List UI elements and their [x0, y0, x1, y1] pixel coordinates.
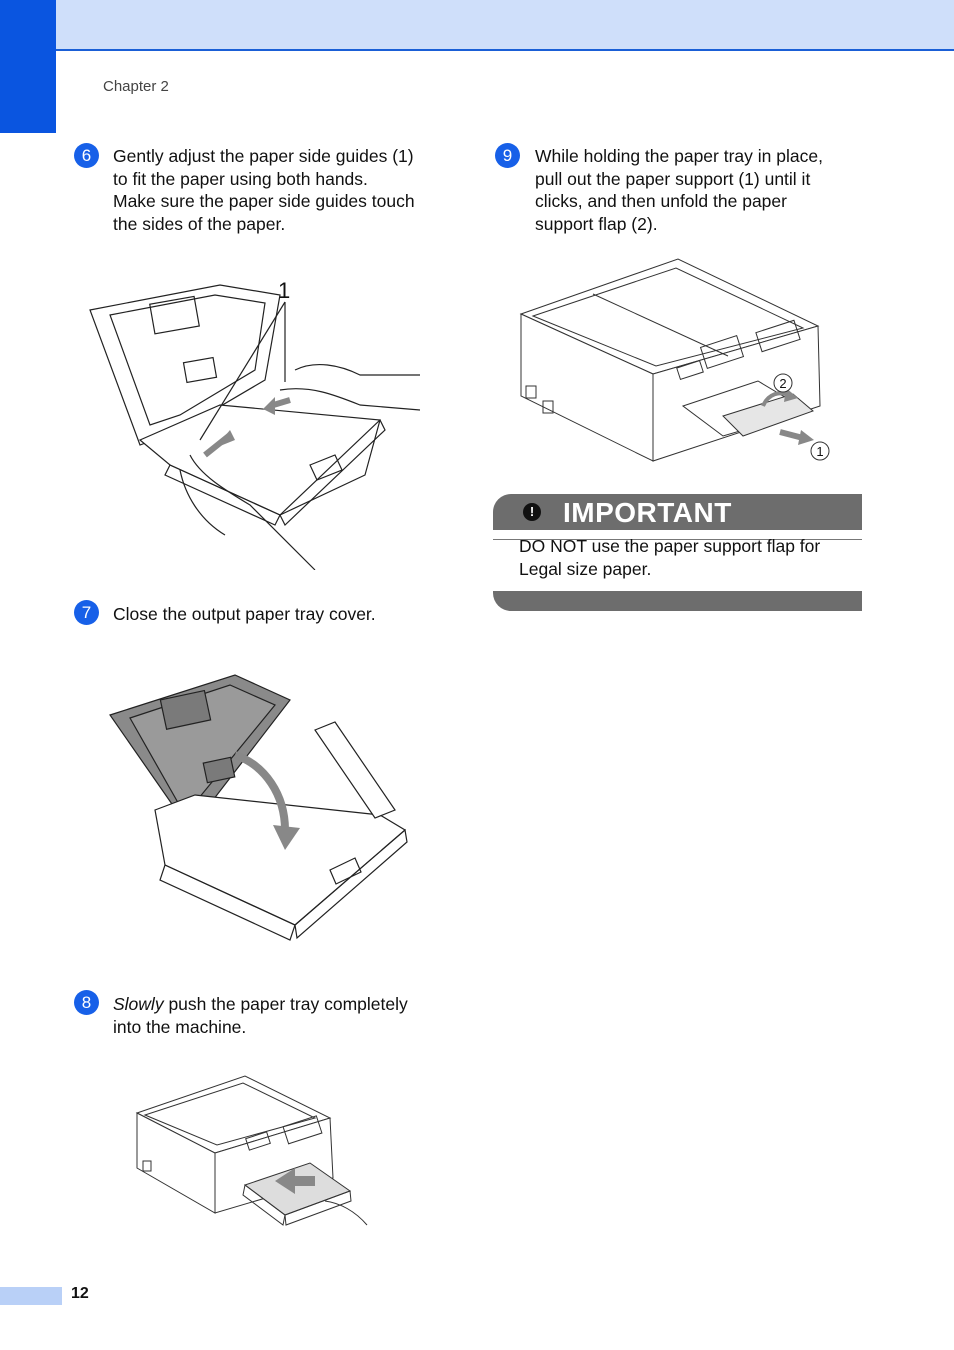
- step-8-text: Slowly push the paper tray completely in…: [113, 993, 408, 1038]
- callout-1-label: 1: [816, 444, 823, 459]
- step-8-line: into the machine.: [113, 1016, 247, 1037]
- step-9-line: pull out the paper support (1) until it: [535, 168, 811, 189]
- page-number-band: [0, 1287, 62, 1305]
- step-number-7: 7: [74, 600, 99, 625]
- important-notice: ! IMPORTANT DO NOT use the paper support…: [493, 494, 862, 611]
- step-9-line: While holding the paper tray in place,: [535, 146, 823, 166]
- step-number-6: 6: [74, 143, 99, 168]
- step-9-line: support flap (2).: [535, 213, 658, 234]
- important-divider: [493, 539, 862, 540]
- important-header: ! IMPORTANT: [493, 494, 862, 530]
- chapter-tab: [0, 0, 56, 133]
- callout-1-label: 1: [278, 278, 290, 303]
- header-band: [0, 0, 954, 51]
- close-output-tray-illustration: [109, 674, 408, 941]
- paper-tray-side-guides-illustration: 1: [89, 278, 421, 570]
- step-6-line: Make sure the paper side guides touch: [113, 191, 415, 211]
- exclamation-icon: !: [523, 503, 541, 521]
- step-9-text: While holding the paper tray in place, p…: [535, 145, 823, 235]
- important-title: IMPORTANT: [563, 497, 732, 528]
- paper-support-illustration: 2 1: [519, 258, 830, 462]
- step-7-line: Close the output paper tray cover.: [113, 604, 376, 624]
- important-footer: [493, 591, 862, 611]
- step-7-text: Close the output paper tray cover.: [113, 603, 376, 626]
- emphasis-slowly: Slowly: [113, 994, 164, 1014]
- step-6-line: the sides of the paper.: [113, 213, 286, 234]
- important-line: DO NOT use the paper support flap for: [519, 536, 821, 556]
- page-number: 12: [71, 1285, 89, 1302]
- step-8-line: Slowly push the paper tray completely: [113, 994, 408, 1014]
- step-number-9: 9: [495, 143, 520, 168]
- important-body: DO NOT use the paper support flap for Le…: [519, 535, 859, 581]
- callout-2-label: 2: [779, 376, 786, 391]
- step-6-line: to fit the paper using both hands.: [113, 168, 368, 189]
- step-6-line: Gently adjust the paper side guides (1): [113, 146, 414, 166]
- step-number-8: 8: [74, 990, 99, 1015]
- step-6-text: Gently adjust the paper side guides (1) …: [113, 145, 415, 235]
- push-tray-illustration: [135, 1075, 368, 1226]
- important-line: Legal size paper.: [519, 559, 652, 579]
- chapter-label: Chapter 2: [103, 78, 169, 95]
- step-9-line: clicks, and then unfold the paper: [535, 191, 787, 211]
